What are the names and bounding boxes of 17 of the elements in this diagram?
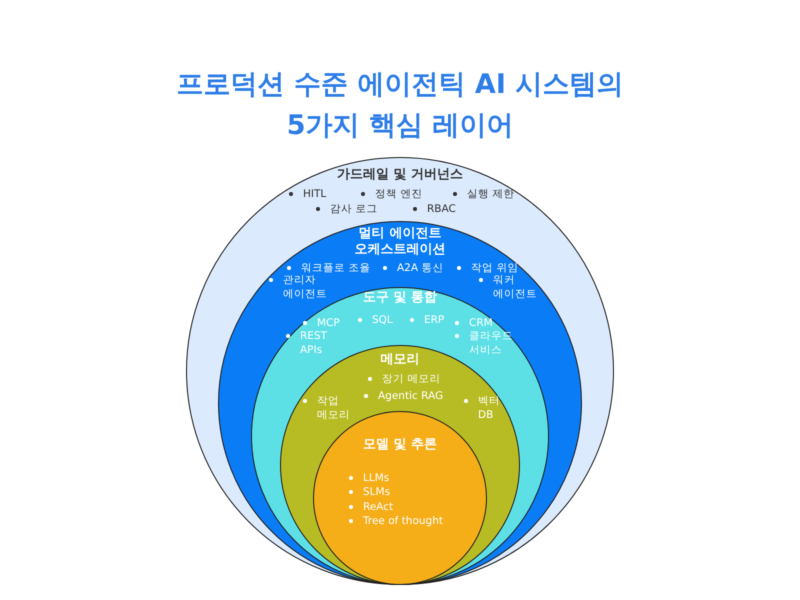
layer-heading: 멀티 에이전트 오케스트레이션 xyxy=(354,226,446,258)
list-item: SQL xyxy=(358,313,408,327)
layer-heading: 모델 및 추론 xyxy=(362,437,438,453)
layer-heading: 메모리 xyxy=(380,352,420,368)
list-item: LLMs xyxy=(349,471,419,485)
list-item: 감사 로그 xyxy=(316,202,396,216)
title: 프로덕션 수준 에이전틱 AI 시스템의 5가지 핵심 레이어 xyxy=(176,68,624,143)
list-item: 정책 엔진 xyxy=(361,187,441,201)
list-item: HITL xyxy=(289,187,349,201)
list-item: 장기 메모리 xyxy=(368,372,458,386)
list-item: ReAct xyxy=(349,500,419,514)
list-item: SLMs xyxy=(349,485,419,499)
list-item: MCP xyxy=(303,316,353,330)
layer-heading: 가드레일 및 거버넌스 xyxy=(336,167,464,183)
list-item: Tree of thought xyxy=(349,514,459,528)
list-item: RBAC xyxy=(413,202,473,216)
list-item: 실행 제한 xyxy=(453,187,533,201)
